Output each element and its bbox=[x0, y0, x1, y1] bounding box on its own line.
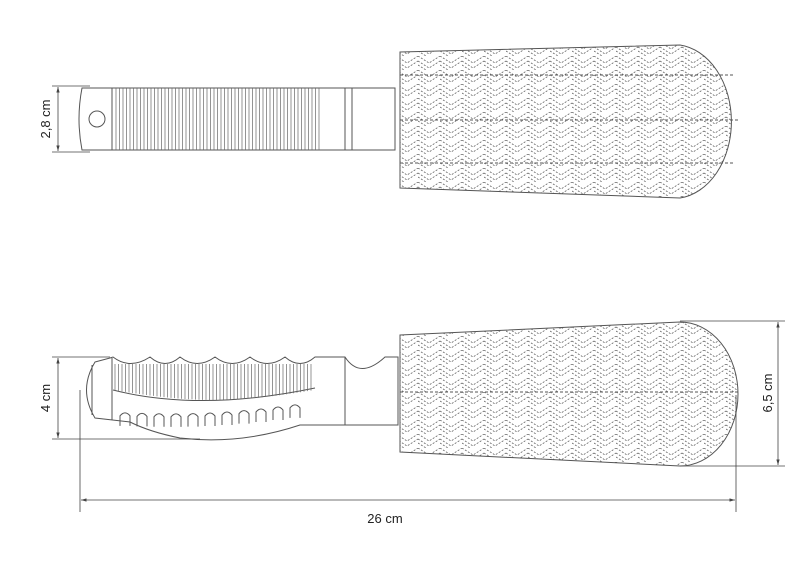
blade-height-label: 6,5 cm bbox=[760, 373, 775, 412]
side-grip-ribs bbox=[114, 364, 312, 400]
hanging-hole bbox=[88, 110, 106, 128]
side-handle-outline bbox=[86, 356, 399, 441]
grip-slot bbox=[119, 412, 131, 426]
grip-slot bbox=[136, 412, 148, 427]
top-blade bbox=[399, 44, 732, 199]
side-blade bbox=[399, 321, 739, 467]
grip-slot bbox=[289, 404, 301, 418]
grip-slot bbox=[272, 406, 284, 421]
grip-slot bbox=[238, 410, 250, 424]
grip-slot bbox=[170, 413, 182, 427]
grip-slot bbox=[187, 413, 199, 427]
grip-slot bbox=[255, 408, 267, 422]
grip-slot bbox=[153, 413, 165, 427]
top-height-label: 2,8 cm bbox=[38, 99, 53, 138]
top-view: 2,8 cm bbox=[38, 44, 738, 199]
grip-slot bbox=[204, 412, 216, 426]
top-handle-cap bbox=[82, 87, 113, 151]
side-grip-slots bbox=[119, 404, 301, 427]
top-handle-outline bbox=[78, 87, 396, 151]
side-view: 4 cm 6,5 cm 26 cm bbox=[38, 320, 785, 526]
grip-slot bbox=[221, 411, 233, 426]
top-grip-ribs bbox=[115, 88, 320, 150]
handle-height-label: 4 cm bbox=[38, 384, 53, 412]
length-label: 26 cm bbox=[367, 511, 402, 526]
